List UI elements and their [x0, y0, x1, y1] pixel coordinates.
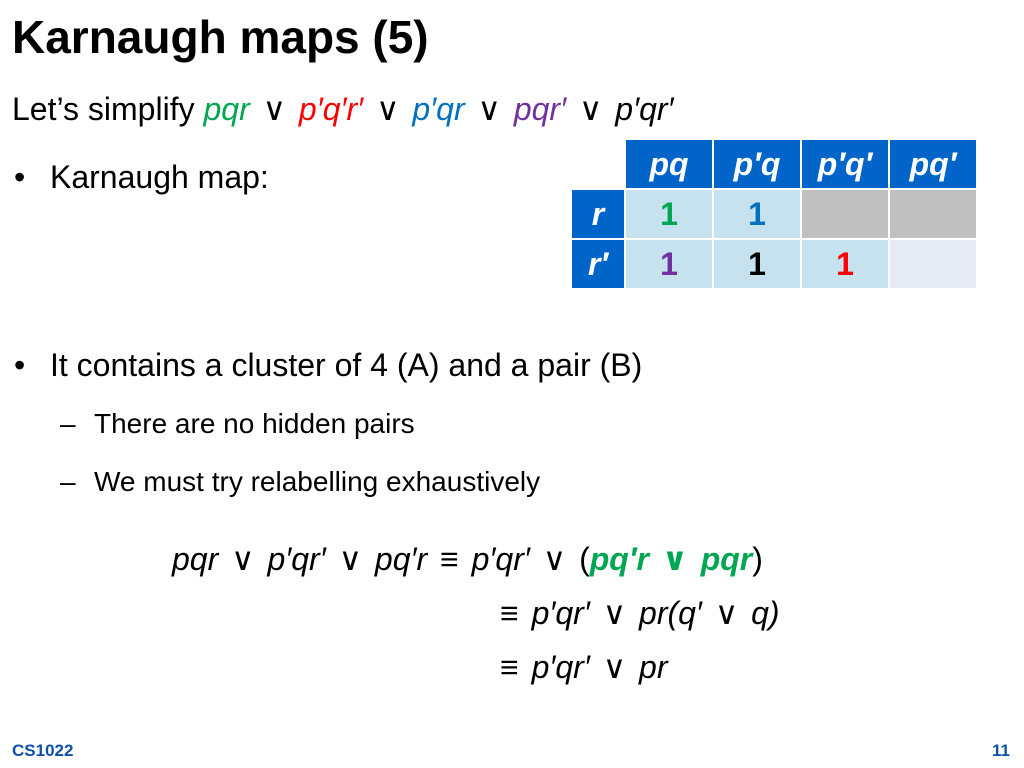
- or-symbol: ∨: [231, 541, 255, 577]
- kmap-cell: [888, 188, 978, 240]
- kmap-cell: [888, 238, 978, 290]
- dash-icon: –: [60, 408, 76, 439]
- or-symbol: ∨: [602, 649, 627, 685]
- bullet-text: It contains a cluster of 4 (A) and a pai…: [50, 347, 643, 383]
- sub-bullet-text: There are no hidden pairs: [94, 408, 415, 439]
- open-paren: (: [579, 541, 590, 577]
- or-symbol: ∨: [376, 91, 400, 127]
- bullet-item: • Karnaugh map:: [14, 158, 269, 196]
- sub-bullet-text: We must try relabelling exhaustively: [94, 466, 541, 497]
- bullet-item: • It contains a cluster of 4 (A) and a pa…: [14, 346, 642, 384]
- equation-term: pqr: [172, 541, 219, 577]
- kmap-row-r: r 1 1: [570, 188, 978, 240]
- kmap-cell: 1: [800, 238, 890, 290]
- bullet-icon: •: [14, 347, 26, 383]
- kmap-corner: [570, 138, 626, 190]
- intro-text: Let’s simplify: [12, 91, 195, 127]
- equiv-symbol: ≡: [500, 595, 519, 631]
- kmap-col-header: p′q′: [800, 138, 890, 190]
- kmap-cell: 1: [712, 238, 802, 290]
- kmap-row-header: r′: [570, 238, 626, 290]
- kmap-col-header: p′q: [712, 138, 802, 190]
- close-paren: ): [752, 541, 763, 577]
- intro-term-1: pqr: [203, 91, 250, 127]
- equation-term: p′qr′: [471, 541, 530, 577]
- kmap-cell: 1: [712, 188, 802, 240]
- or-symbol: ∨: [714, 595, 739, 631]
- kmap-row-header: r: [570, 188, 626, 240]
- intro-term-5: p′qr′: [615, 91, 674, 127]
- equation-line-1: pqr ∨ p′qr′ ∨ pq′r ≡ p′qr′ ∨ (pq′r ∨ pqr…: [172, 540, 763, 578]
- equation-line-2: ≡ p′qr′ ∨ pr(q′ ∨ q): [496, 594, 780, 632]
- slide-title: Karnaugh maps (5): [12, 11, 429, 63]
- or-symbol: ∨: [262, 91, 287, 127]
- or-symbol: ∨: [477, 91, 501, 127]
- or-symbol: ∨: [602, 595, 627, 631]
- bullet-icon: •: [14, 159, 26, 195]
- equation-line-3: ≡ p′qr′ ∨ pr: [496, 648, 667, 686]
- equiv-symbol: ≡: [440, 541, 459, 577]
- equation-term: p′qr′: [531, 595, 590, 631]
- course-code: CS1022: [12, 741, 74, 760]
- intro-line: Let’s simplify pqr ∨ p′q′r′ ∨ p′qr ∨ pqr…: [12, 90, 674, 128]
- equation-term: p′qr′: [267, 541, 326, 577]
- kmap-cell: 1: [624, 188, 714, 240]
- karnaugh-map: pq p′q p′q′ pq′ r 1 1 r′ 1 1 1: [570, 138, 978, 290]
- equation-term: q): [751, 595, 780, 631]
- equiv-symbol: ≡: [500, 649, 519, 685]
- sub-bullet-item: –We must try relabelling exhaustively: [60, 465, 540, 499]
- equation-term: p′qr′: [531, 649, 590, 685]
- equation-term-highlight: pq′r: [589, 541, 649, 577]
- equation-term: pr: [639, 649, 668, 685]
- kmap-cell: 1: [624, 238, 714, 290]
- kmap-row-r-prime: r′ 1 1 1: [570, 238, 978, 290]
- or-symbol: ∨: [542, 541, 567, 577]
- kmap-cell: [800, 188, 890, 240]
- equation-term-highlight: pqr: [700, 541, 753, 577]
- kmap-col-header: pq′: [888, 138, 978, 190]
- page-number: 11: [992, 741, 1010, 760]
- intro-term-4: pqr′: [513, 91, 567, 127]
- kmap-col-header: pq: [624, 138, 714, 190]
- or-symbol: ∨: [338, 541, 363, 577]
- intro-term-2: p′q′r′: [298, 91, 364, 127]
- dash-icon: –: [60, 466, 76, 497]
- sub-bullet-item: –There are no hidden pairs: [60, 407, 415, 441]
- or-symbol: ∨: [661, 541, 688, 577]
- intro-term-3: p′qr: [412, 91, 465, 127]
- bullet-text: Karnaugh map:: [50, 159, 269, 195]
- kmap-header-row: pq p′q p′q′ pq′: [570, 138, 978, 190]
- equation-term: pr: [639, 595, 668, 631]
- equation-term: pq′r: [374, 541, 428, 577]
- equation-term: (q′: [667, 595, 702, 631]
- or-symbol: ∨: [578, 91, 603, 127]
